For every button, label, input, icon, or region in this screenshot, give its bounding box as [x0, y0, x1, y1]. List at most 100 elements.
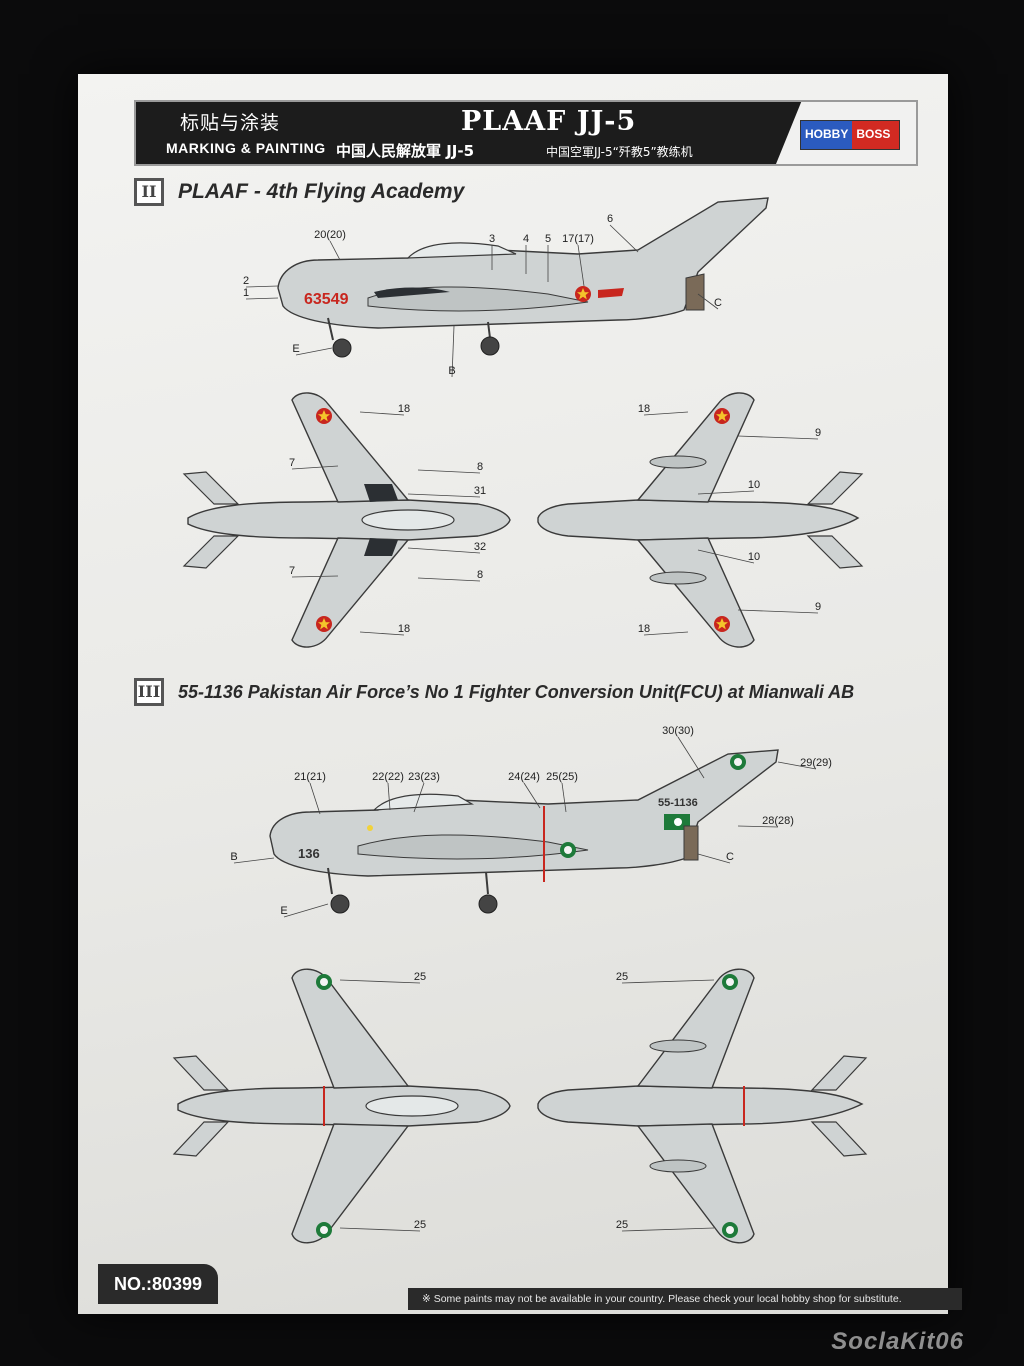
callout-leader [621, 979, 715, 984]
plaaf-side-view: 63549 [277, 197, 769, 358]
paf-top-view [172, 968, 511, 1244]
callout-label: 18 [398, 403, 410, 415]
paf-roundel [722, 1222, 738, 1238]
callout-label: 25 [616, 971, 628, 983]
plaaf-roundel [316, 616, 332, 632]
callout-label: 23(23) [408, 771, 440, 783]
plaaf-roundel [714, 616, 730, 632]
callout-leader [643, 411, 689, 416]
section-number-badge: II [134, 178, 164, 206]
plaaf-serial: 63549 [304, 291, 349, 308]
paf-nose-serial: 136 [298, 846, 320, 861]
instruction-sheet: 标贴与涂装 MARKING & PAINTING PLAAF JJ-5 中国人民… [78, 74, 962, 1314]
section-title: PLAAF - 4th Flying Academy [178, 180, 465, 203]
brand-logo-boss: BOSS [852, 121, 899, 149]
callout-leader [609, 224, 639, 253]
callout-label: E [292, 343, 299, 355]
callout-label: 24(24) [508, 771, 540, 783]
callout-leader [677, 736, 705, 779]
sheet-header: 标贴与涂装 MARKING & PAINTING PLAAF JJ-5 中国人民… [134, 100, 918, 166]
callout-leader [417, 577, 481, 582]
callout-leader [643, 631, 689, 636]
page-title: PLAAF JJ-5 [461, 106, 637, 137]
callout-label: 7 [289, 457, 295, 469]
callout-label: 25 [414, 971, 426, 983]
callout-label: 31 [474, 485, 486, 497]
callout-leader [359, 411, 405, 416]
callout-label: 29(29) [800, 757, 832, 769]
callout-leader [245, 285, 279, 288]
callout-label: 32 [474, 541, 486, 553]
watermark: SoclaKit06 [831, 1328, 964, 1355]
callout-leader [245, 297, 279, 300]
callout-leader [339, 1227, 421, 1232]
paf-bottom-view [537, 968, 868, 1244]
plaaf-bottom-view [537, 392, 864, 648]
paf-roundel [722, 974, 738, 990]
callout-leader [697, 853, 731, 864]
paf-side-view: 136 55-1136 [269, 749, 779, 914]
callout-label: B [448, 365, 455, 377]
callout-leader [359, 631, 405, 636]
paf-roundel [316, 1222, 332, 1238]
brand-logo: HOBBY BOSS [800, 120, 900, 150]
aircraft-drawings: 63549 [172, 197, 868, 1244]
callout-leader [523, 782, 541, 809]
callout-leader [451, 325, 455, 378]
header-subtitle-cn2: 中国空軍JJ-5“歼教5”教练机 [546, 145, 693, 159]
callout-label: 17(17) [562, 233, 594, 245]
plaaf-roundel [316, 408, 332, 424]
plaaf-roundel [714, 408, 730, 424]
callout-leader [291, 465, 339, 470]
paf-tail-serial: 55-1136 [658, 797, 698, 809]
callout-label: 3 [489, 233, 495, 245]
product-code: NO.:80399 [98, 1264, 218, 1304]
callout-label: 10 [748, 551, 760, 563]
plaaf-top-view [182, 392, 511, 648]
section-title: 55-1136 Pakistan Air Force’s No 1 Fighte… [178, 681, 855, 702]
paf-tail-roundel [730, 754, 746, 770]
header-en-label: MARKING & PAINTING [166, 140, 326, 156]
callout-leader [777, 761, 817, 770]
callout-label: C [726, 851, 734, 863]
callout-leader [697, 490, 755, 495]
callout-leader [407, 493, 481, 498]
callout-leader [309, 782, 321, 815]
header-cn-label: 标贴与涂装 [180, 112, 281, 134]
callout-label: 8 [477, 461, 483, 473]
callout-leader [329, 240, 341, 261]
callout-leader [697, 549, 755, 564]
callout-label: 30(30) [662, 725, 694, 737]
header-subtitle-cn: 中国人民解放軍 JJ-5 [336, 142, 475, 160]
callout-label: 18 [638, 403, 650, 415]
callout-leader [413, 782, 425, 813]
callout-leader [577, 244, 585, 287]
callout-leader [697, 293, 719, 310]
callout-label: 9 [815, 427, 821, 439]
callout-leader [737, 609, 819, 614]
paf-roundel [316, 974, 332, 990]
callout-leader [561, 782, 567, 813]
paint-note: ※ Some paints may not be available in yo… [408, 1288, 962, 1310]
callout-label: 5 [545, 233, 551, 245]
callout-label: B [230, 851, 237, 863]
plaaf-roundel [575, 286, 591, 302]
callout-label: C [714, 297, 722, 309]
section-heading-ii: II PLAAF - 4th Flying Academy [134, 178, 464, 206]
callout-label: 20(20) [314, 229, 346, 241]
callout-leader [339, 979, 421, 984]
callout-label: 2 [243, 275, 249, 287]
section-number-badge: III [134, 678, 164, 706]
callout-leader [291, 575, 339, 578]
callout-label: 4 [523, 233, 529, 245]
callout-label: 18 [638, 623, 650, 635]
callout-leader [621, 1227, 715, 1232]
callout-label: 22(22) [372, 771, 404, 783]
brand-logo-hobby: HOBBY [801, 121, 853, 149]
callout-leader [417, 469, 481, 474]
callout-leader [407, 547, 481, 554]
callout-label: 25(25) [546, 771, 578, 783]
callout-label: 8 [477, 569, 483, 581]
callout-label: 21(21) [294, 771, 326, 783]
